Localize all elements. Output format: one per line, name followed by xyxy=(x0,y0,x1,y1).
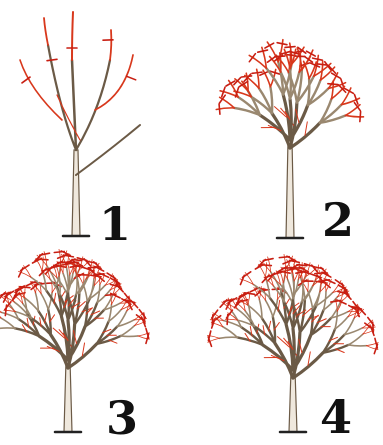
tree-2-cut-mark xyxy=(252,72,262,73)
tree-3-branch xyxy=(76,276,77,294)
panel-2-number: 2 xyxy=(322,197,354,243)
tree-2-cut-mark xyxy=(219,104,220,114)
tree-2-cut-mark xyxy=(258,50,268,52)
tree-3-branch xyxy=(0,305,1,312)
tree-4-cut-mark xyxy=(263,259,273,261)
tree-4-cut-mark xyxy=(289,260,299,262)
tree-2-cut-mark xyxy=(360,112,361,122)
tree-3-branch xyxy=(121,326,135,336)
panel-4-number: 4 xyxy=(320,394,352,440)
tree-4-branch xyxy=(348,345,366,346)
tree-3-branch xyxy=(1,318,15,328)
tree-4-cut-mark xyxy=(297,265,307,266)
panel-3-number: 3 xyxy=(106,395,138,441)
tree-1-scaffold-right xyxy=(76,60,110,150)
tree-2-cut-mark xyxy=(277,43,287,45)
tree-1-shoot xyxy=(95,55,133,110)
tree-3-trunk xyxy=(64,360,72,432)
tree-1-shoot xyxy=(110,30,111,60)
tree-2-trunk xyxy=(286,140,294,238)
tree-1-shoot xyxy=(20,60,62,120)
tree-3-branch xyxy=(121,336,138,337)
tree-1-cut-mark xyxy=(47,59,57,60)
tree-1-leader xyxy=(72,60,76,150)
tree-3-branch xyxy=(41,294,48,310)
tree-3-cut-mark xyxy=(21,265,29,270)
tree-4-cut-mark xyxy=(242,272,250,278)
tree-2-cut-mark xyxy=(285,47,295,48)
tree-1-leader-shoot xyxy=(72,12,73,60)
tree-4-branch xyxy=(266,300,273,317)
tree-3-cut-mark xyxy=(40,253,50,255)
tree-4-branch xyxy=(335,311,337,329)
tree-4-branch xyxy=(223,327,238,338)
tree-2-branch xyxy=(308,88,329,105)
tree-2-cut-mark xyxy=(328,84,338,85)
tree-1-shoot xyxy=(44,18,48,45)
tree-2-cut-mark xyxy=(313,58,323,60)
tree-4-cut-mark xyxy=(213,316,221,322)
tree-2-cut-mark xyxy=(275,56,285,57)
tree-4-branch xyxy=(219,337,237,338)
tree-3-cut-mark xyxy=(64,255,74,257)
tree-2-branch xyxy=(290,69,291,99)
tree-1-cut-mark xyxy=(126,76,135,80)
tree-3-branch xyxy=(83,285,87,302)
tree-3-branch xyxy=(0,309,1,318)
tree-1-trunk xyxy=(72,150,80,236)
panel-1-number: 1 xyxy=(99,201,131,247)
tree-2-cut-mark xyxy=(317,64,327,65)
tree-4-branch xyxy=(348,334,363,345)
tree-3-branch xyxy=(0,328,15,329)
